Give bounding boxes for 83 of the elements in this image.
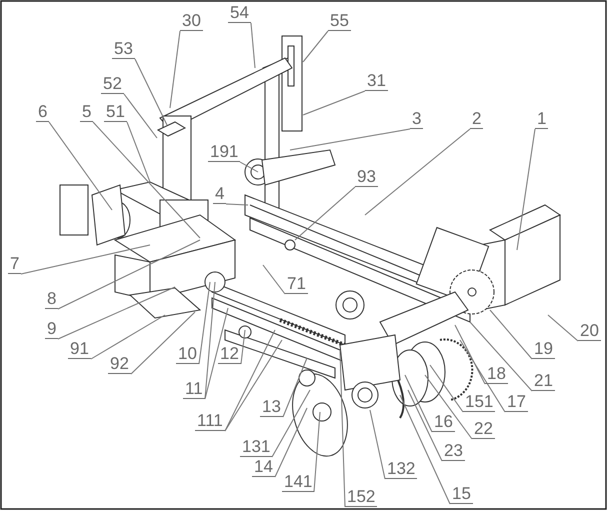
callout-number: 52 <box>101 75 124 94</box>
leader-line <box>430 364 464 412</box>
leader-line <box>548 314 578 342</box>
leader-line <box>134 58 168 126</box>
callout-number: 132 <box>385 460 418 479</box>
leader-line <box>224 330 276 432</box>
leader-line <box>224 340 282 432</box>
callout-number: 1 <box>535 110 548 129</box>
callout-number: 14 <box>252 458 275 477</box>
leader-line <box>272 390 310 458</box>
callout-number: 22 <box>472 420 495 439</box>
callout-number: 12 <box>218 345 241 364</box>
callout-number: 15 <box>450 485 473 504</box>
leader-line <box>240 330 246 364</box>
leader-line <box>170 30 180 108</box>
leader-line <box>424 374 472 440</box>
leader-line <box>226 204 248 206</box>
leader-line <box>126 122 150 182</box>
leader-line <box>90 314 166 360</box>
callout-number: 18 <box>485 365 508 384</box>
leader-line <box>20 244 150 274</box>
callout-number: 31 <box>365 72 388 91</box>
leader-line <box>454 324 486 384</box>
leader-line <box>294 186 356 240</box>
leader-line <box>204 282 216 400</box>
leader-line <box>58 286 176 340</box>
callout-number: 17 <box>505 393 528 412</box>
leader-line <box>404 374 432 432</box>
leader-line <box>302 30 328 62</box>
callout-number: 152 <box>345 488 378 507</box>
callout-number: 7 <box>8 255 22 274</box>
leader-line <box>290 128 410 150</box>
leader-line <box>516 128 536 250</box>
callout-number: 8 <box>45 290 58 309</box>
callout-number: 10 <box>176 345 199 364</box>
leader-line <box>314 412 320 492</box>
callout-number: 91 <box>68 340 91 359</box>
callout-number: 16 <box>432 413 455 432</box>
callout-number: 9 <box>45 320 58 339</box>
callout-number: 51 <box>104 103 127 122</box>
callout-number: 53 <box>112 40 135 59</box>
callout-number: 92 <box>108 355 131 374</box>
leader-line <box>130 312 196 374</box>
leader-line <box>282 358 308 418</box>
leader-line <box>58 240 200 310</box>
leader-line <box>470 322 532 392</box>
callout-number: 93 <box>355 168 378 187</box>
leader-line <box>92 122 200 238</box>
callout-number: 111 <box>195 412 225 431</box>
leader-line <box>204 308 228 400</box>
callout-number: 4 <box>213 185 226 204</box>
leader-line <box>490 310 532 360</box>
callout-number: 131 <box>240 438 272 457</box>
callout-number: 21 <box>532 372 555 391</box>
callout-number: 54 <box>228 4 251 23</box>
leader-line <box>364 128 470 216</box>
leader-line <box>198 282 210 364</box>
callout-number: 2 <box>470 110 484 129</box>
callout-number: 71 <box>285 275 308 294</box>
callout-number: 191 <box>208 143 240 162</box>
callout-number: 151 <box>463 393 496 412</box>
callout-number: 19 <box>532 340 555 359</box>
callout-number: 6 <box>36 103 50 122</box>
leader-line <box>340 350 346 508</box>
leader-line <box>370 410 386 480</box>
leader-line <box>302 90 366 116</box>
callout-number: 55 <box>328 12 351 31</box>
leader-line <box>262 264 286 294</box>
callout-number: 20 <box>578 322 601 341</box>
callout-number: 141 <box>282 473 314 492</box>
leader-line <box>240 162 258 172</box>
leader-line <box>48 122 112 210</box>
leader-line <box>408 390 442 462</box>
callout-number: 5 <box>80 103 94 122</box>
callout-number: 11 <box>183 380 205 399</box>
callout-number: 23 <box>442 442 465 461</box>
leader-line <box>124 94 158 138</box>
leader-line <box>274 408 308 478</box>
leader-line <box>460 340 506 412</box>
leader-line <box>250 22 256 68</box>
callout-number: 3 <box>410 110 424 129</box>
callout-number: 13 <box>260 398 283 417</box>
callout-number: 30 <box>180 12 203 31</box>
